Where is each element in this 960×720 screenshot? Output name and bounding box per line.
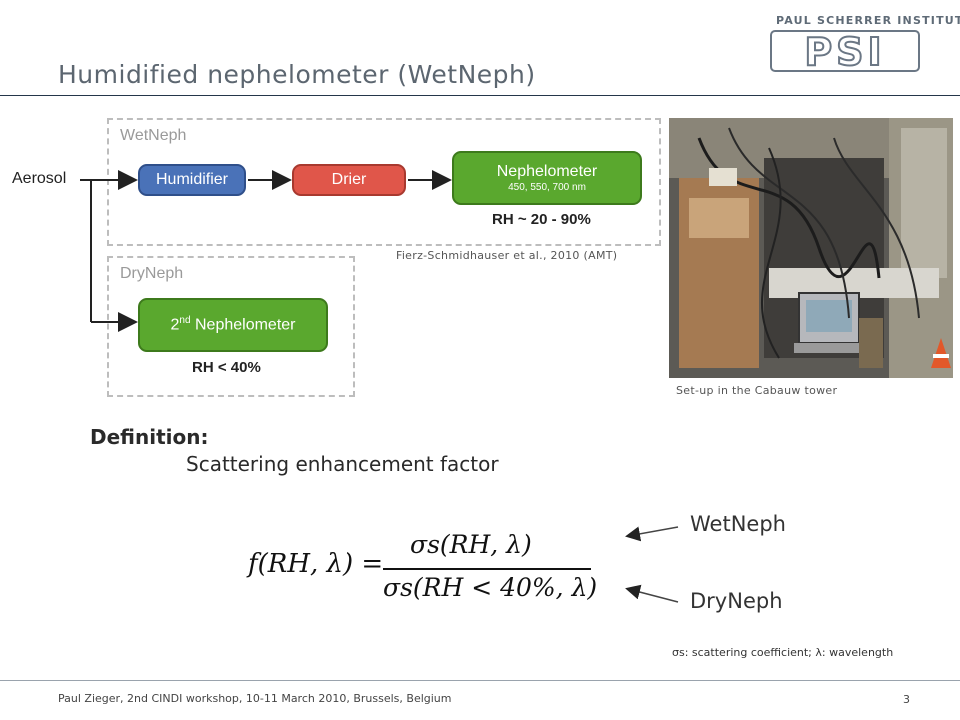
formula-numerator: σs(RH, λ) [410,530,532,559]
nephelometer-block: Nephelometer 450, 550, 700 nm [452,151,642,205]
dryneph-box-label: DryNeph [120,265,184,282]
dryneph-box [107,256,355,397]
page-number: 3 [903,693,910,706]
drier-label: Drier [331,171,367,188]
wetneph-label: WetNeph [690,512,786,536]
footer-text: Paul Zieger, 2nd CINDI workshop, 10-11 M… [58,692,452,705]
nephelometer-label: Nephelometer [496,163,598,180]
aerosol-label: Aerosol [12,170,67,187]
photo-caption: Set-up in the Cabauw tower [676,384,838,397]
dryneph-label: DryNeph [690,589,783,613]
header-divider [0,95,960,96]
formula-lhs: f(RH, λ) = [248,549,384,579]
dry-nephelometer-name: Nephelometer [194,316,296,334]
dry-nephelometer-ordinal: nd [179,315,191,327]
wet-rh-range: RH ~ 20 - 90% [492,211,591,228]
fraction-bar [383,568,591,570]
formula-denominator: σs(RH < 40%, λ) [383,573,598,602]
dry-nephelometer-label: 2nd Nephelometer [171,315,296,334]
definition-label: Definition: [90,425,209,449]
setup-photo [669,118,953,378]
institute-name: PAUL SCHERRER INSTITUT [776,14,960,27]
dry-nephelometer-block: 2nd Nephelometer [138,298,328,352]
wetneph-box-label: WetNeph [120,127,187,144]
dry-nephelometer-number: 2 [170,316,180,334]
footer-divider [0,680,960,681]
page-title: Humidified nephelometer (WetNeph) [58,60,536,89]
arrow-wetneph-pointer [625,526,679,542]
humidifier-label: Humidifier [155,171,228,188]
symbol-note: σs: scattering coefficient; λ: wavelengt… [672,646,894,659]
nephelometer-wavelengths: 450, 550, 700 nm [508,182,586,193]
citation: Fierz-Schmidhauser et al., 2010 (AMT) [396,249,618,262]
wetneph-box [107,118,661,246]
drier-block: Drier [292,164,406,196]
humidifier-block: Humidifier [138,164,246,196]
definition-text: Scattering enhancement factor [186,452,499,476]
arrow-dryneph-pointer [625,584,679,603]
psi-logo-icon: PSI [770,30,920,74]
logo-mark: PSI [804,30,885,74]
dry-rh-range: RH < 40% [192,359,261,376]
